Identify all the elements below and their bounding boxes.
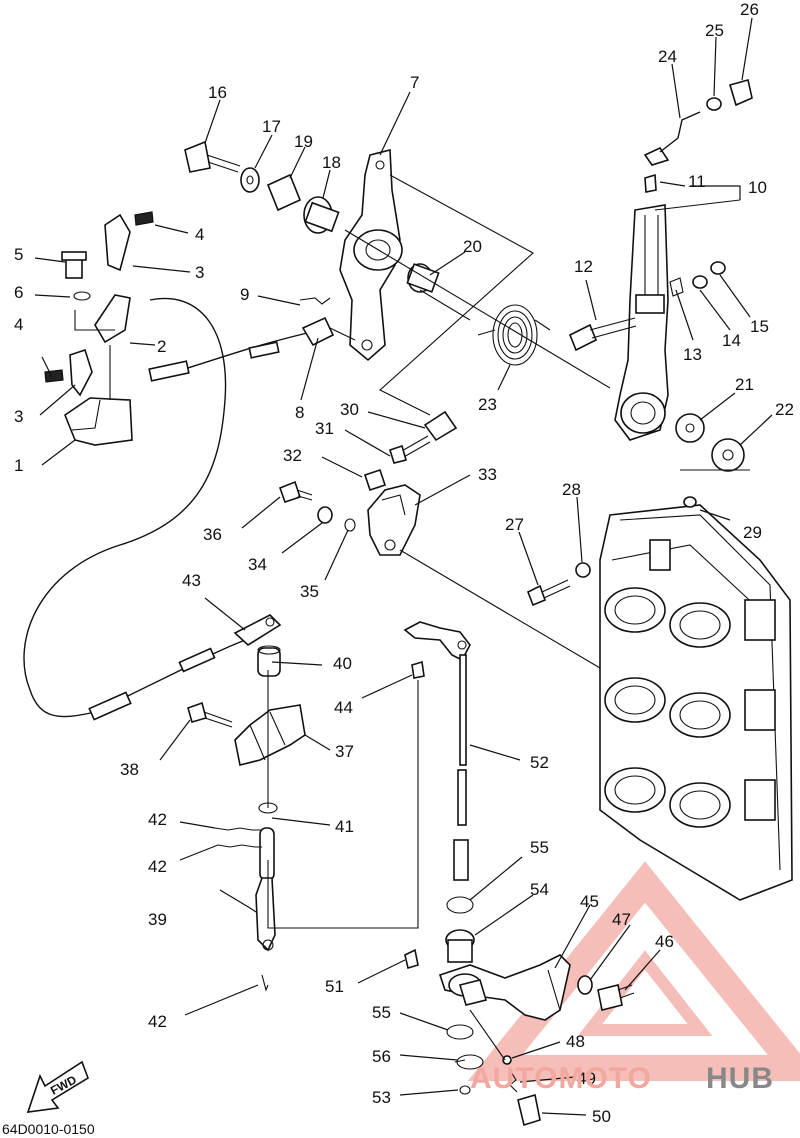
callout-12: 12 (574, 257, 593, 276)
callout-42b: 42 (148, 857, 167, 876)
callout-51: 51 (325, 977, 344, 996)
return-spring (477, 304, 551, 366)
throttle-cable (23, 297, 321, 721)
cable-holder (187, 614, 306, 814)
callout-7: 7 (410, 73, 419, 92)
callout-35: 35 (300, 582, 319, 601)
callout-26: 26 (740, 0, 759, 19)
callout-45: 45 (580, 892, 599, 911)
callout-25: 25 (705, 21, 724, 40)
callout-33: 33 (478, 465, 497, 484)
callout-22: 22 (775, 400, 794, 419)
callout-13: 13 (683, 345, 702, 364)
callout-2: 2 (157, 337, 166, 356)
callout-27: 27 (505, 515, 524, 534)
callout-9: 9 (240, 285, 249, 304)
assembly-lines (267, 174, 750, 1061)
callout-numbers: 1 2 3 3 4 4 5 6 7 8 9 10 11 12 13 14 15 … (14, 0, 794, 1126)
callout-37: 37 (335, 742, 354, 761)
callout-55a: 55 (530, 838, 549, 857)
throttle-lever (339, 148, 403, 362)
callout-56: 56 (372, 1047, 391, 1066)
callout-54: 54 (530, 880, 549, 899)
callout-10: 10 (748, 178, 767, 197)
callout-46: 46 (655, 932, 674, 951)
callout-11: 11 (688, 172, 706, 191)
callout-41: 41 (335, 817, 354, 836)
callout-38: 38 (120, 760, 139, 779)
callout-48: 48 (566, 1032, 585, 1051)
link-assembly (363, 410, 458, 556)
callout-20: 20 (463, 237, 482, 256)
callout-34: 34 (248, 555, 267, 574)
callout-39: 39 (148, 910, 167, 929)
callout-4a: 4 (195, 225, 204, 244)
engine-block (599, 504, 793, 901)
callout-18: 18 (322, 153, 341, 172)
cable-bracket (44, 211, 154, 446)
link-hardware (278, 480, 356, 532)
callout-50: 50 (592, 1107, 611, 1126)
callout-31: 31 (315, 419, 334, 438)
lever-hardware (184, 140, 440, 347)
callout-40: 40 (333, 654, 352, 673)
callout-49: 49 (577, 1069, 596, 1088)
watermark-part-a: AUTOMOTO (470, 1062, 652, 1095)
callout-43: 43 (182, 571, 201, 590)
callout-28: 28 (562, 480, 581, 499)
callout-24: 24 (658, 47, 677, 66)
callout-4b: 4 (14, 315, 23, 334)
callout-21: 21 (735, 375, 754, 394)
lower-lever (404, 896, 635, 1127)
block-hardware (526, 496, 697, 607)
callout-16: 16 (208, 83, 227, 102)
watermark-part-b: HUB (706, 1062, 774, 1095)
fwd-arrow-icon: FWD (26, 1060, 89, 1113)
callout-15: 15 (750, 317, 769, 336)
callout-3b: 3 (14, 407, 23, 426)
callout-8: 8 (295, 403, 304, 422)
lower-link-rod (214, 827, 276, 992)
callout-42c: 42 (148, 1012, 167, 1031)
callout-14: 14 (722, 331, 741, 350)
callout-5: 5 (14, 245, 23, 264)
callout-6: 6 (14, 283, 23, 302)
link-rod (643, 79, 753, 166)
callout-47: 47 (612, 910, 631, 929)
vertical-rod (403, 621, 471, 881)
callout-52: 52 (530, 753, 549, 772)
callout-55b: 55 (372, 1003, 391, 1022)
callout-23: 23 (478, 395, 497, 414)
leader-lines (34, 17, 773, 1116)
callout-1: 1 (14, 456, 23, 475)
callout-44: 44 (334, 698, 353, 717)
callout-19: 19 (294, 132, 313, 151)
callout-53: 53 (372, 1088, 391, 1107)
callout-36: 36 (203, 525, 222, 544)
callout-42a: 42 (148, 810, 167, 829)
callout-30: 30 (340, 400, 359, 419)
watermark-text: AUTOMOTO HUB (470, 1062, 774, 1095)
control-lever (568, 173, 745, 472)
callout-32: 32 (283, 446, 302, 465)
callout-17: 17 (262, 117, 281, 136)
diagram-code: 64D0010-0150 (2, 1121, 95, 1137)
callout-29: 29 (743, 523, 762, 542)
callout-3a: 3 (195, 263, 204, 282)
